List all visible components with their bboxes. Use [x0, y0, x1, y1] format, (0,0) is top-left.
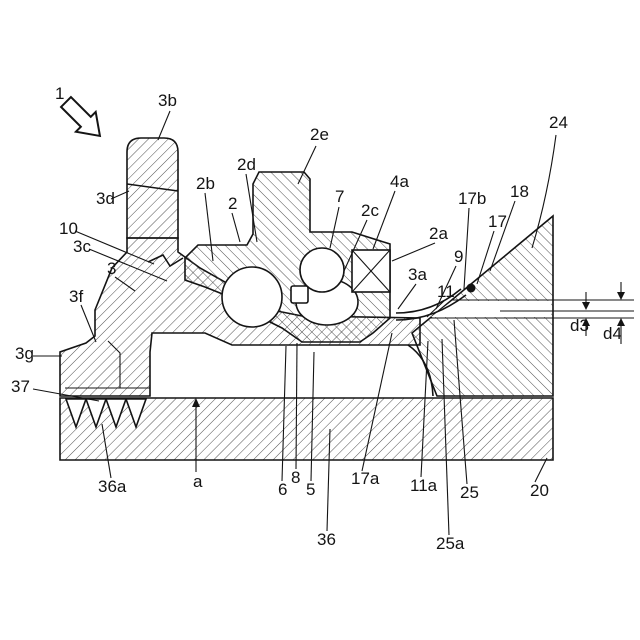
label-11a: 11a — [410, 476, 438, 495]
white-features — [64, 247, 551, 430]
label-17: 17 — [488, 212, 507, 231]
label-2d: 2d — [237, 155, 256, 174]
label-3g: 3g — [15, 344, 34, 363]
label-25a: 25a — [436, 534, 465, 553]
leader-36 — [326, 428, 331, 532]
label-17b: 17b — [458, 189, 486, 208]
shaft-band-section — [59, 397, 554, 461]
label-d3: d3 — [570, 316, 589, 335]
leader-10 — [74, 230, 155, 265]
label-a: a — [193, 472, 203, 491]
label-d4: d4 — [603, 324, 622, 343]
label-2: 2 — [228, 194, 237, 213]
leader-3f — [80, 304, 97, 343]
label-17a: 17a — [351, 469, 380, 488]
slinger-notch — [290, 285, 309, 304]
leader-2d — [245, 173, 258, 243]
leader-lines — [32, 110, 557, 536]
seal-lip-curve-inner — [395, 288, 462, 314]
dimension-d3-arrows — [582, 292, 590, 336]
dimension-lines — [431, 282, 634, 344]
leader-2e — [297, 145, 317, 185]
leader-5 — [310, 351, 315, 482]
leader-3d — [110, 190, 130, 200]
leader-2b — [204, 192, 214, 262]
seal-contact-dot — [466, 283, 476, 293]
leader-3b — [157, 110, 171, 141]
leader-7 — [329, 206, 340, 249]
seal-lip-curve-outer — [395, 294, 467, 321]
leader-6 — [281, 345, 287, 482]
dimension-d4-arrows — [617, 282, 625, 344]
label-11: 11 — [437, 282, 455, 301]
left-step-line — [107, 340, 121, 388]
label-4a: 4a — [390, 172, 409, 191]
leader-2a — [391, 242, 436, 262]
label-7: 7 — [335, 187, 344, 206]
label-1: 1 — [55, 84, 64, 103]
label-9: 9 — [454, 247, 463, 266]
hub-lip-curve — [407, 344, 434, 397]
leader-2c — [343, 219, 368, 272]
seal-land-steps — [147, 253, 184, 268]
label-24: 24 — [549, 113, 568, 132]
leader-11 — [426, 299, 446, 318]
label-20: 20 — [530, 481, 549, 500]
label-3b: 3b — [158, 91, 177, 110]
label-3: 3 — [107, 259, 116, 278]
leader-25 — [453, 319, 468, 485]
seal-cross-section — [351, 249, 391, 293]
leader-37 — [32, 388, 100, 402]
label-25: 25 — [460, 483, 479, 502]
leader-18 — [489, 200, 516, 272]
leader-3a — [397, 283, 417, 310]
label-2c: 2c — [361, 201, 379, 220]
leader-17a — [361, 332, 393, 472]
label-36: 36 — [317, 530, 336, 549]
seal-gap-band — [431, 301, 551, 317]
detail-lines — [65, 183, 476, 397]
label-36a: 36a — [98, 477, 127, 496]
leader-36a — [101, 423, 112, 479]
label-37: 37 — [11, 377, 30, 396]
label-2a: 2a — [429, 224, 448, 243]
label-3f: 3f — [69, 287, 83, 306]
label-18: 18 — [510, 182, 529, 201]
leader-17b — [463, 207, 470, 290]
leader-11a — [420, 340, 429, 478]
flange-step-line — [126, 183, 179, 192]
leader-2 — [231, 212, 241, 243]
dimension-a-arrow — [192, 398, 200, 472]
label-10: 10 — [59, 219, 78, 238]
label-8: 8 — [291, 468, 300, 487]
label-3a: 3a — [408, 265, 427, 284]
leader-4a — [372, 190, 396, 250]
labels: 1 3b 2e 24 2d 4a 2b 17b 18 2 7 2c 17 3d … — [11, 84, 622, 553]
leader-17 — [476, 230, 495, 285]
leader-25a — [441, 338, 450, 536]
label-2b: 2b — [196, 174, 215, 193]
label-2e: 2e — [310, 125, 329, 144]
ball-bearing — [221, 266, 283, 328]
label-3c: 3c — [73, 237, 91, 256]
leader-8 — [295, 342, 298, 470]
leader-24 — [531, 134, 557, 249]
leader-9 — [435, 265, 457, 310]
label-6: 6 — [278, 480, 287, 499]
reference-arrow-1 — [59, 95, 102, 138]
leader-3 — [114, 276, 136, 292]
leader-20 — [534, 457, 548, 483]
label-3d: 3d — [96, 189, 115, 208]
leader-3c — [88, 248, 168, 282]
label-5: 5 — [306, 480, 315, 499]
serration-teeth — [64, 398, 148, 430]
